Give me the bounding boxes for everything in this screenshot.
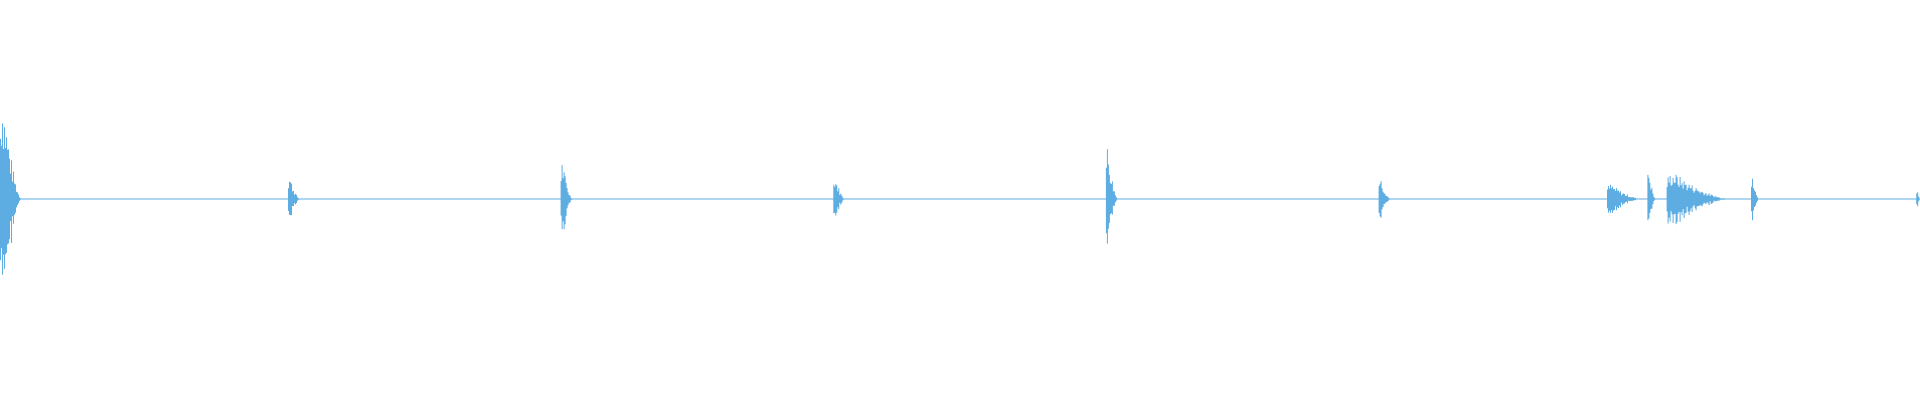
waveform-burst [1378,181,1391,218]
waveform-burst [288,181,300,216]
waveform-burst [0,123,21,275]
waveform-burst [1666,174,1729,225]
waveform-burst [560,165,573,230]
waveform-marks [0,123,1920,275]
waveform-burst [1607,184,1641,213]
waveform-burst [1647,174,1656,221]
waveform-burst [833,184,846,216]
waveform-burst [1916,192,1920,207]
waveform-burst [1751,178,1759,221]
waveform-burst [1105,149,1118,244]
